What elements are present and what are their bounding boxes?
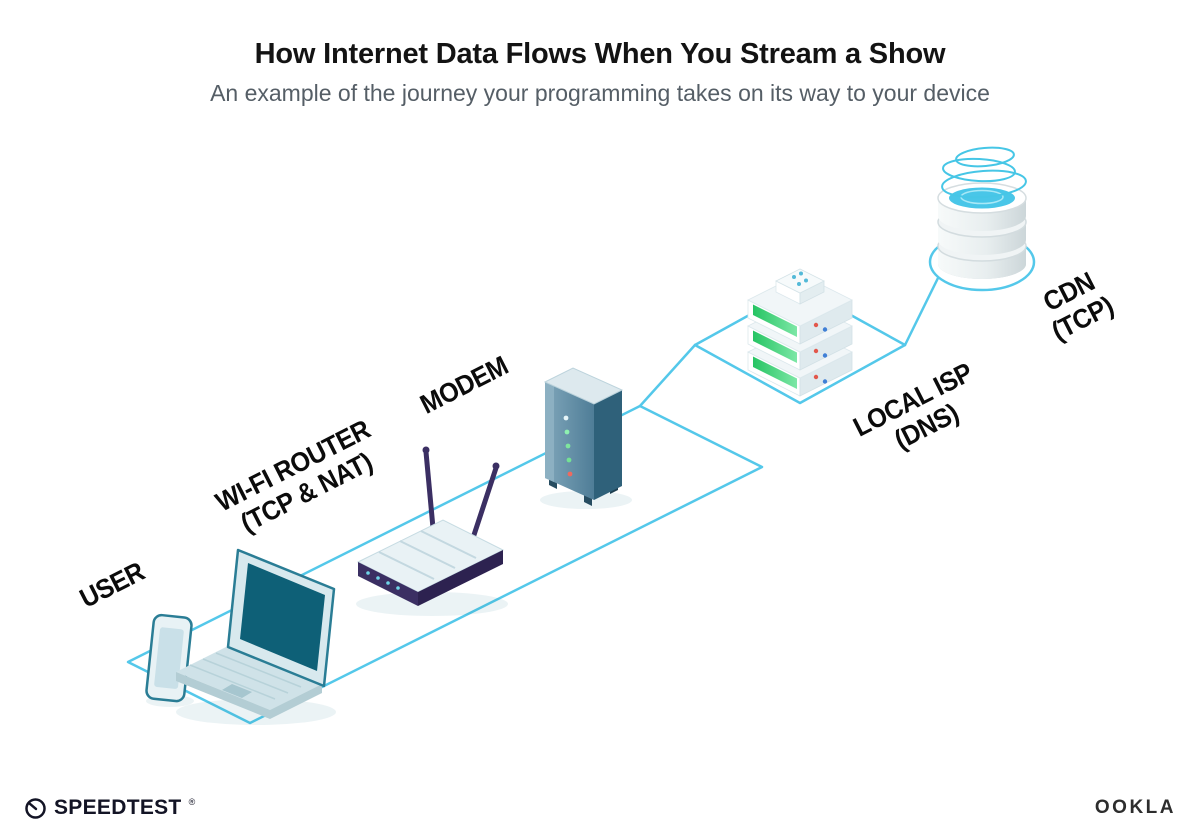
speedtest-gauge-icon <box>25 797 46 819</box>
node-label: USER <box>75 555 150 614</box>
header: How Internet Data Flows When You Stream … <box>0 38 1200 107</box>
page-subtitle: An example of the journey your programmi… <box>210 80 990 106</box>
modem-led-dots <box>563 415 573 477</box>
ookla-wordmark: OOKLA <box>1094 797 1176 818</box>
server-status-dot-red <box>813 348 819 354</box>
server-status-dot-red <box>813 322 819 328</box>
isp-server-icon <box>747 268 853 397</box>
speedtest-logo: SPEEDTEST ® <box>24 796 195 820</box>
label-user: USER <box>75 555 150 614</box>
label-modem: MODEM <box>415 350 513 420</box>
modem-icon <box>543 367 624 506</box>
server-top-dots <box>792 271 808 286</box>
antenna-tip <box>492 462 500 470</box>
label-router: WI-FI ROUTER (TCP & NAT) <box>210 413 377 538</box>
laptop-base-front <box>176 672 322 719</box>
router-vents <box>378 530 477 580</box>
modem-to-isp-link <box>638 343 697 408</box>
modem-side-face <box>594 390 622 500</box>
cdn-vortex-rings <box>941 146 1027 199</box>
modem-front-face <box>545 382 594 500</box>
isp-to-cdn-link <box>903 276 940 347</box>
node-label: MODEM <box>415 350 513 420</box>
smartphone-icon <box>145 613 193 703</box>
server-top-unit <box>775 268 825 305</box>
server-green-stripe <box>753 304 797 337</box>
wifi-router-icon <box>356 446 505 606</box>
speedtest-wordmark: SPEEDTEST <box>54 796 182 819</box>
router-side-face <box>418 550 503 606</box>
laptop-display <box>240 563 325 671</box>
modem-top-face <box>543 367 624 405</box>
server-status-dot-blue <box>822 379 828 384</box>
label-cdn: CDN (TCP) <box>1038 266 1118 347</box>
server-status-dot-red <box>813 374 819 380</box>
laptop-keyboard-lines <box>189 652 302 700</box>
laptop-trackpad <box>222 684 252 698</box>
label-isp: LOCAL ISP (DNS) <box>848 356 977 455</box>
page-title: How Internet Data Flows When You Stream … <box>254 38 946 70</box>
modem-front-highlight <box>545 382 554 482</box>
router-led-dots <box>366 571 400 590</box>
router-antennas <box>423 449 499 544</box>
server-green-stripe <box>753 330 797 363</box>
server-status-dot-blue <box>822 327 828 332</box>
server-green-stripe <box>753 356 797 389</box>
laptop-icon <box>176 548 336 719</box>
registered-mark: ® <box>188 797 196 807</box>
server-status-dot-blue <box>822 353 828 358</box>
footer: SPEEDTEST ® OOKLA <box>0 796 1200 820</box>
cdn-database-icon <box>937 146 1027 279</box>
antenna-tip <box>422 446 430 454</box>
floor-outline-path <box>126 404 764 725</box>
